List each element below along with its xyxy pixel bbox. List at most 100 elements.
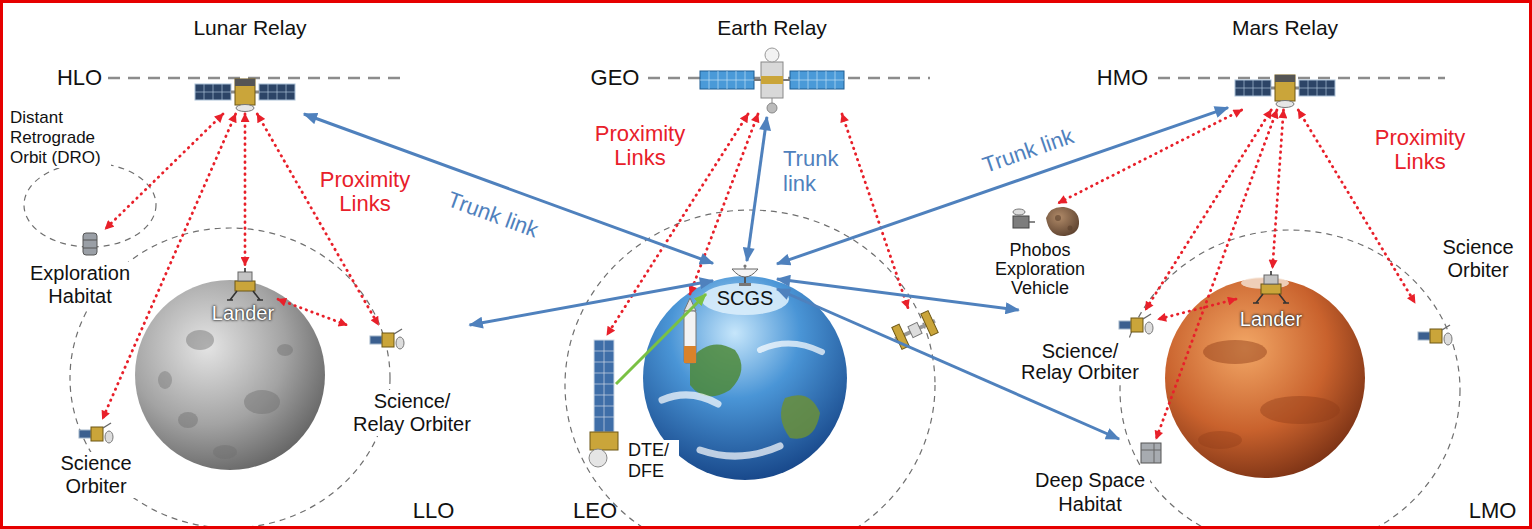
node-label: Science Orbiter (55, 452, 138, 498)
ground-station-dish (732, 264, 758, 286)
proximity-link (278, 299, 347, 325)
deep-space-habitat-module-part (1141, 443, 1161, 463)
orbit-label: LMO (1468, 498, 1517, 523)
link-label: DTE/ DFE (628, 440, 679, 482)
moon-part (186, 330, 214, 350)
leo-satellite-part (594, 340, 614, 432)
leo-satellite-part (594, 340, 614, 432)
earth-relay-satellite-part (783, 79, 790, 81)
link-group-label: Proximity Links (315, 168, 416, 216)
ground-station-dish-part (732, 269, 758, 277)
lmo-orbit (1120, 230, 1460, 529)
moon-part (213, 445, 237, 459)
earth-part (781, 395, 820, 439)
mars-relay-satellite (1235, 75, 1335, 108)
phobos-moon-part (1046, 207, 1079, 236)
moon-part (158, 371, 172, 389)
ground-station-dish-part (744, 277, 746, 284)
ground-station-node: SCGS (713, 261, 777, 313)
lander-node: Lander (1236, 268, 1306, 334)
moon-part (178, 412, 198, 428)
mars-science-orbiter (1418, 325, 1452, 345)
launch-vehicle-part (684, 311, 696, 363)
trunk-link (470, 281, 713, 325)
deep-space-habitat-module (1141, 443, 1161, 463)
node-label: SCGS (716, 287, 774, 310)
lunar-relay-orbiter (370, 329, 404, 349)
phobos-moon-part (1068, 226, 1073, 231)
leo-orbit (565, 210, 935, 529)
phobos-moon-part (1055, 215, 1061, 221)
moon-part (244, 390, 280, 414)
earth-relay-satellite-part (790, 71, 844, 89)
link-label: Trunk link (444, 186, 543, 242)
node-label: Lander (211, 302, 275, 325)
relay-node: Mars Relay (1228, 13, 1342, 110)
earth-relay-satellite-part (700, 71, 754, 89)
space-station (890, 310, 940, 350)
moon-part (135, 280, 325, 470)
link-label: Trunk link (979, 122, 1078, 177)
orbit-label: GEO (590, 65, 640, 90)
earth-relay-satellite-part (761, 76, 783, 84)
link-group-label: Proximity Links (1370, 126, 1471, 174)
mars-relay-orbiter (1119, 314, 1153, 334)
vehicle-node: Phobos Exploration Vehicle (987, 203, 1094, 301)
earth-relay-satellite-part (790, 71, 844, 89)
proximity-link (690, 114, 758, 294)
launch-vehicle-part (684, 346, 696, 363)
orbiter-node: Science Orbiter (1415, 233, 1523, 351)
deep-space-habitat-module-part (1141, 443, 1161, 463)
relay-node: Lunar Relay (190, 13, 311, 114)
lunar-science-orbiter (79, 423, 113, 443)
earth-relay-satellite (700, 48, 844, 113)
relay-node: Earth Relay (697, 13, 847, 117)
habitat-module-part (83, 240, 97, 248)
proximity-link (1145, 110, 1271, 310)
lunar-relay-satellite (195, 79, 295, 112)
lunar-lander (227, 268, 263, 300)
mars-part (1165, 278, 1365, 478)
mars-part (1260, 396, 1340, 424)
phobos-moon (1046, 207, 1079, 236)
space-station-part (921, 311, 938, 336)
phobos-vehicle-part (1013, 216, 1029, 228)
leo-satellite-part (589, 449, 607, 467)
proximity-link (1156, 110, 1277, 439)
node-label: Phobos Exploration Vehicle (990, 241, 1091, 298)
orbit-label: LEO (572, 498, 618, 523)
space-station-part (908, 322, 922, 337)
orbit-label: LLO (412, 498, 455, 523)
mars-part (1203, 340, 1267, 364)
earth-relay-satellite-part (765, 48, 779, 62)
mars (1165, 277, 1365, 478)
lander-node: Lander (208, 265, 278, 328)
ground-station-dish-part (739, 283, 751, 286)
leo-satellite-part (590, 432, 618, 450)
earth-relay-satellite-part (761, 62, 783, 98)
earth-relay-satellite-part (767, 103, 777, 113)
phobos-vehicle-part (1013, 209, 1025, 215)
earth-part (690, 344, 741, 396)
proximity-link (244, 114, 247, 265)
proximity-link (842, 114, 908, 308)
leo-satellite (589, 340, 618, 467)
link-label: Trunk link (783, 146, 848, 196)
node-label: Science/ Relay Orbiter (1017, 341, 1143, 383)
phobos-vehicle (1013, 209, 1035, 228)
node-label: Exploration Habitat (25, 262, 136, 308)
node-label: Lander (1239, 308, 1303, 331)
proximity-link (1058, 110, 1241, 203)
orbit-label: HLO (56, 65, 103, 90)
orbiter-node: Science Orbiter (52, 419, 141, 501)
earth-part (662, 395, 718, 404)
proximity-link (257, 114, 378, 325)
earth-part (760, 343, 822, 352)
proximity-link (1273, 110, 1284, 268)
mars-lander (1253, 271, 1289, 303)
orbit-level-line (648, 77, 930, 80)
earth-part (700, 446, 780, 456)
trunk-link (747, 117, 767, 261)
